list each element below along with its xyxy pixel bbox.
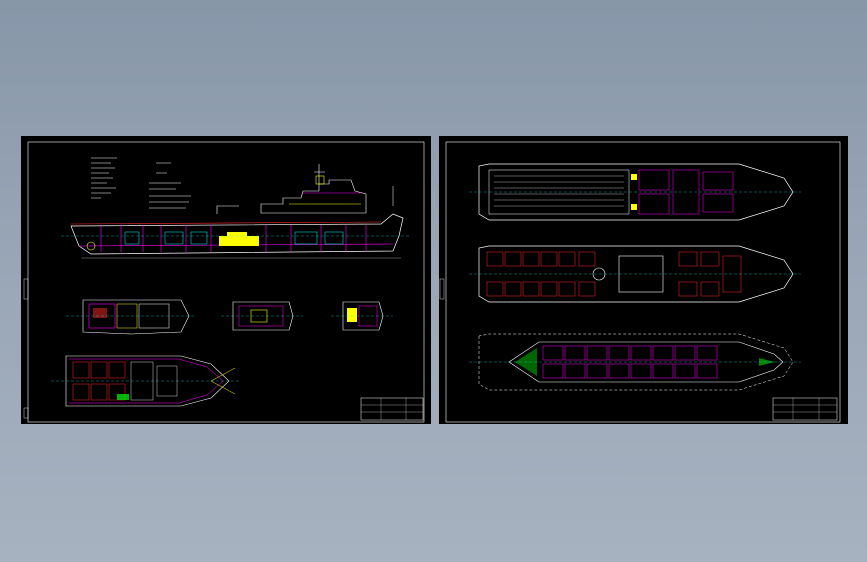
profile-view[interactable]	[61, 164, 411, 259]
main-deck-house-plan[interactable]	[221, 301, 303, 331]
drawing-sheet-right[interactable]	[439, 136, 848, 424]
zone-marker	[439, 278, 445, 300]
equipment	[347, 308, 357, 322]
hull-outline	[478, 163, 794, 221]
equipment	[117, 394, 129, 400]
bow-mooring-lines	[210, 367, 236, 395]
plan-outline	[65, 355, 230, 407]
main-deck-line	[70, 221, 382, 225]
deck-planking	[494, 175, 624, 207]
title-block[interactable]	[772, 397, 838, 421]
sheet-frame	[27, 141, 425, 423]
equipment	[93, 308, 107, 318]
main-deck-plan[interactable]	[469, 163, 801, 221]
plan-outline	[342, 301, 384, 331]
tank-divisions	[542, 345, 718, 379]
sheet-left-canvas	[23, 141, 425, 423]
upper-house-plan[interactable]	[331, 301, 393, 331]
cabins	[72, 361, 126, 401]
cabins	[486, 251, 742, 297]
plan-outline	[82, 299, 190, 335]
deck-crane	[216, 205, 239, 214]
sheet-frame	[445, 141, 841, 423]
superstructure-outline	[260, 179, 367, 214]
tanks	[124, 231, 344, 245]
general-notes	[91, 157, 191, 209]
fore-peak-tank	[759, 358, 775, 366]
sheet-right-canvas	[439, 141, 841, 423]
inner-bottom-outline	[508, 341, 784, 383]
zone-marker	[23, 407, 29, 419]
plan-outline	[232, 301, 294, 331]
funnel	[315, 175, 325, 185]
propeller	[86, 241, 96, 251]
forward-deck-plan[interactable]	[51, 355, 239, 407]
drawing-sheet-left[interactable]	[21, 136, 431, 424]
lower-deck-plan[interactable]	[66, 299, 196, 335]
zone-marker	[23, 278, 29, 300]
hull-outline	[478, 333, 794, 391]
deck-equipment	[631, 174, 637, 210]
title-block-frame	[772, 397, 838, 421]
title-block-frame	[360, 397, 424, 421]
title-block[interactable]	[360, 397, 424, 421]
hull-outline	[478, 245, 794, 303]
tween-deck-plan[interactable]	[469, 245, 801, 303]
tank-top-plan[interactable]	[469, 333, 801, 391]
engine-room-machinery	[219, 232, 259, 246]
bulkheads	[100, 225, 367, 252]
